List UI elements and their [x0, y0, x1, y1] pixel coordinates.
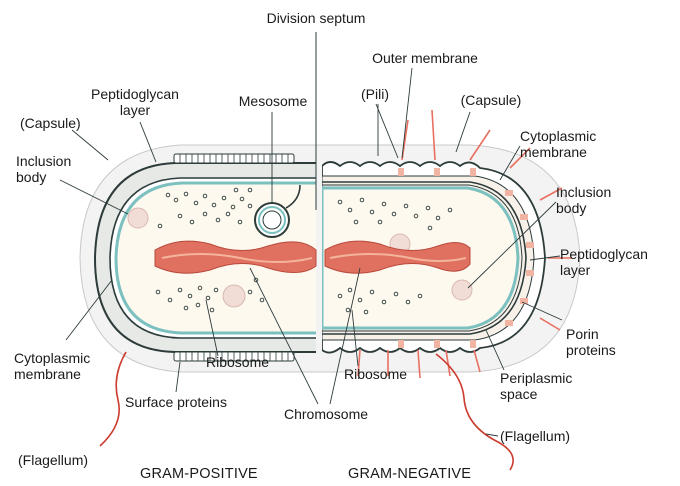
label-flagellum-gp: (Flagellum) — [18, 452, 88, 468]
label-capsule-gp: (Capsule) — [20, 115, 81, 131]
label-outer-membrane: Outer membrane — [350, 50, 500, 66]
label-cytoplasmic-membrane-gn: Cytoplasmic membrane — [520, 128, 596, 160]
label-flagellum-gn: (Flagellum) — [500, 428, 570, 444]
label-surface-proteins: Surface proteins — [125, 394, 227, 410]
title-gram-negative: GRAM-NEGATIVE — [348, 466, 471, 482]
label-cytoplasmic-membrane-gp: Cytoplasmic membrane — [14, 350, 90, 382]
label-porin-proteins: Porin proteins — [566, 326, 616, 358]
title-gram-positive: GRAM-POSITIVE — [140, 466, 258, 482]
label-peptidoglycan-layer-gn: Peptidoglycan layer — [560, 246, 648, 278]
label-capsule-gn: (Capsule) — [436, 92, 546, 108]
label-division-septum: Division septum — [246, 10, 386, 26]
label-ribosome-gp: Ribosome — [206, 354, 269, 370]
label-mesosome: Mesosome — [218, 93, 328, 109]
label-peptidoglycan-layer-gp: Peptidoglycan layer — [70, 86, 200, 118]
label-ribosome-gn: Ribosome — [344, 366, 407, 382]
label-inclusion-body-gn: Inclusion body — [556, 184, 611, 216]
label-chromosome: Chromosome — [284, 406, 368, 422]
label-periplasmic-space: Periplasmic space — [500, 370, 572, 402]
label-pili: (Pili) — [340, 86, 410, 102]
label-inclusion-body-gp: Inclusion body — [16, 153, 71, 185]
